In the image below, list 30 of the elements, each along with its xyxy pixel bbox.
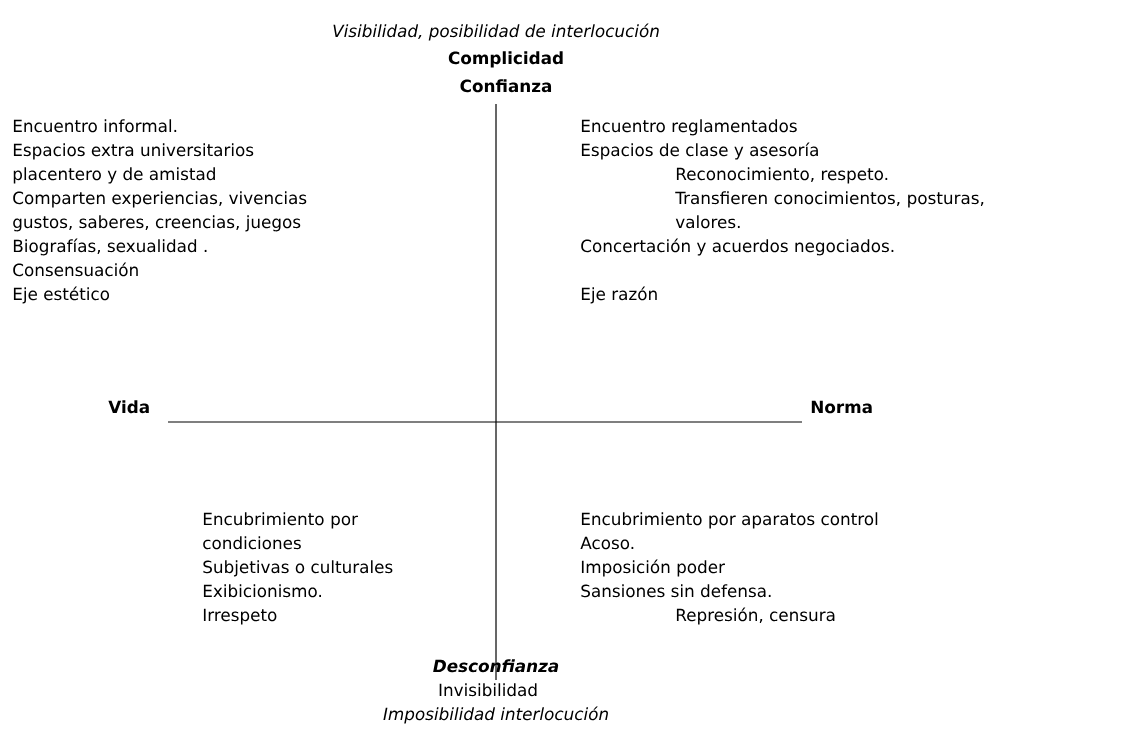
axis-pole-text: Vida	[108, 400, 149, 414]
quadrant-text: Eje razón	[581, 286, 657, 304]
quadrant-text: Consensuación	[13, 262, 138, 277]
quadrant-text: Encubrimiento por condiciones	[203, 512, 358, 550]
quadrant-text: Espacios de clase y asesoría	[581, 142, 818, 160]
axis-pole-text: Confianza	[460, 79, 552, 93]
quadrant-text: Reconocimiento, respeto.	[676, 167, 888, 184]
quadrant-text: Encuentro informal.	[13, 119, 177, 133]
quadrant-text: Espacios extra universitarios	[13, 143, 254, 160]
quadrant-text: Biografías, sexualidad .	[13, 238, 207, 256]
axis-pole-text: Invisibilidad	[439, 683, 537, 697]
quadrant-text: Transfieren conocimientos, posturas, valores.	[675, 191, 984, 229]
quadrant-text: Encuentro reglamentados	[581, 119, 797, 136]
quadrant-text: Irrespeto	[203, 608, 277, 625]
axis-pole-text: Visibilidad, posibilidad de interlocución	[333, 23, 659, 41]
quadrant-text: Represión, censura	[676, 607, 835, 625]
axis-pole-text: Norma	[811, 400, 872, 414]
quadrant-text: gustos, saberes, creencias, juegos	[13, 215, 301, 232]
quadrant-text: Comparten experiencias, vivencias	[13, 191, 307, 208]
quadrant-text: Imposición poder	[581, 559, 725, 577]
quadrant-text: placentero y de amistad	[13, 167, 215, 184]
quadrant-text: Eje estético	[13, 286, 110, 304]
axis-pole-text: Complicidad	[448, 51, 563, 68]
quadrant-text: Sansiones sin defensa.	[581, 584, 771, 598]
quadrant-text: Exibicionismo.	[203, 584, 321, 598]
quadrant-text: Subjetivas o culturales	[203, 560, 393, 577]
axis-pole-text: Imposibilidad interlocución	[383, 706, 608, 724]
quadrant-text: Encubrimiento por aparatos control	[581, 512, 878, 529]
quadrant-text: Acoso.	[580, 536, 634, 550]
quadrant-text: Concertación y acuerdos negociados.	[581, 238, 894, 256]
